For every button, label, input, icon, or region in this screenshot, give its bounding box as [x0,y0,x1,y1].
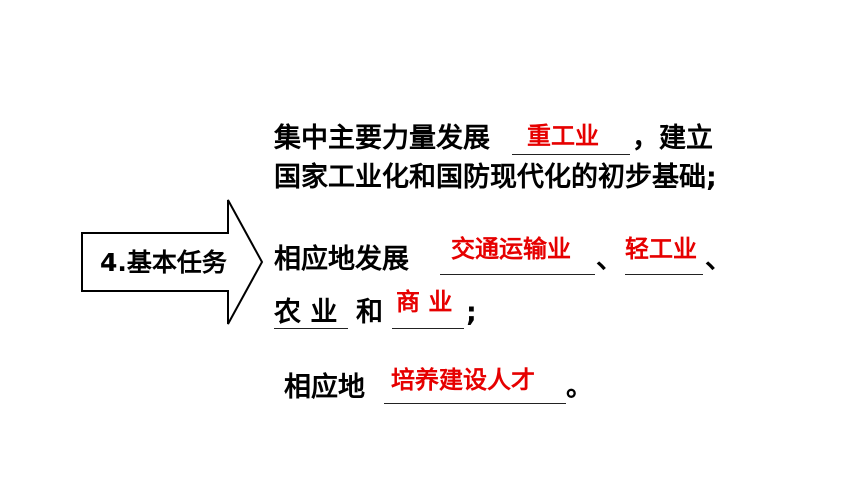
arrow-shape [81,199,264,325]
task-label: 4.基本任务 [100,248,227,277]
point1-line2: 国家工业化和国防现代化的初步基础; [274,162,717,193]
point2-blank-line-2 [625,274,703,275]
point3-prefix: 相应地 [284,372,365,403]
point3-end: 。 [566,372,593,403]
point2-prefix: 相应地发展 [274,244,409,275]
point2-word1-underline [274,328,348,329]
point1-blank-line [512,154,630,155]
point2-blank-line-3 [392,328,464,329]
point1-suffix: ，建立 [632,123,713,154]
point2-end: ; [466,297,477,328]
point2-conj: 和 [356,297,383,328]
point2-answer3: 商 业 [396,288,453,316]
point3-answer: 培养建设人才 [391,366,535,394]
point2-sep2: 、 [705,244,732,275]
point2-answer2: 轻工业 [625,235,697,263]
point3-blank-line [384,403,566,404]
point1-answer: 重工业 [527,122,599,150]
point2-answer1: 交通运输业 [451,235,571,263]
point2-blank-line-1 [440,274,595,275]
point2-sep1: 、 [596,244,623,275]
point2-word1: 农 业 [274,297,338,328]
point1-prefix: 集中主要力量发展 [274,123,490,154]
